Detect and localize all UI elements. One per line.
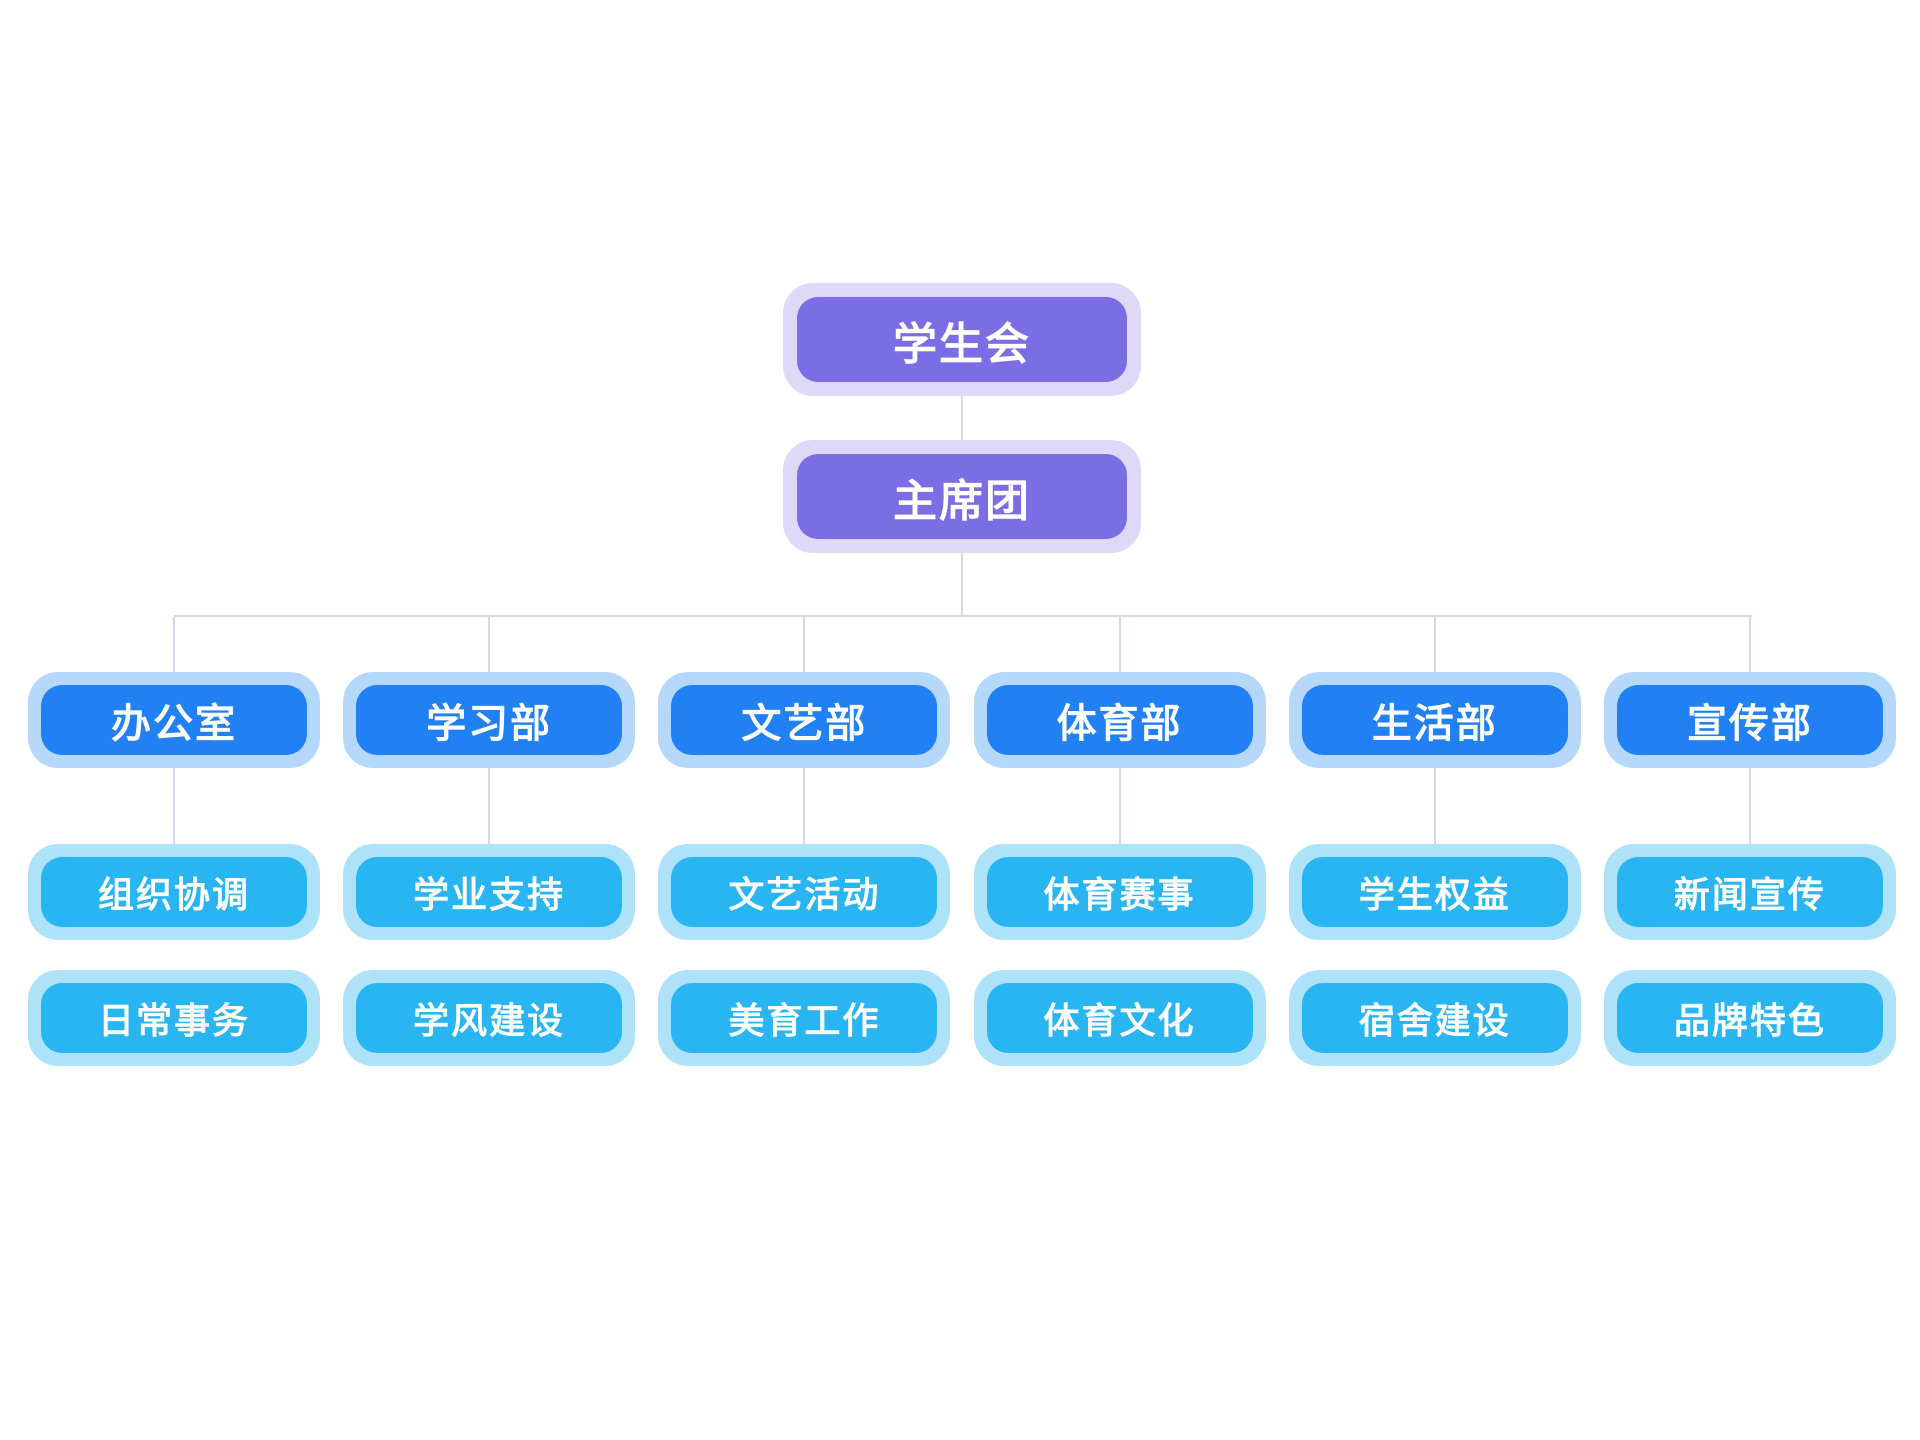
row-gap <box>174 940 175 970</box>
node-department-fill: 文艺部 <box>671 685 938 755</box>
node-label: 学业支持 <box>413 874 566 915</box>
connector-rail-dept <box>1118 617 1121 672</box>
node-sub-item: 新闻宣传 <box>1603 844 1896 940</box>
node-label: 学生会 <box>893 319 1031 369</box>
node-label: 学习部 <box>426 702 553 746</box>
row-gap <box>1434 940 1435 970</box>
connector-rail-dept <box>1748 617 1751 672</box>
row-gap <box>1119 940 1120 970</box>
dept-column-publicity: 宣传部 新闻宣传 品牌特色 <box>1603 617 1896 1066</box>
row-gap <box>1749 940 1750 970</box>
node-sub-item: 学风建设 <box>343 970 636 1066</box>
node-sub-item-fill: 宿舍建设 <box>1301 983 1568 1053</box>
node-sub-item-fill: 美育工作 <box>671 983 938 1053</box>
node-department: 生活部 <box>1288 672 1581 768</box>
dept-column-arts: 文艺部 文艺活动 美育工作 <box>658 617 951 1066</box>
node-sub-item: 日常事务 <box>28 970 320 1066</box>
connector-rail <box>174 615 1752 617</box>
dept-column-office: 办公室 组织协调 日常事务 <box>28 617 320 1066</box>
node-sub-item-fill: 日常事务 <box>41 983 307 1053</box>
node-label: 美育工作 <box>728 1000 881 1041</box>
node-sub-item: 品牌特色 <box>1603 970 1896 1066</box>
node-sub-item: 文艺活动 <box>658 844 951 940</box>
connector-dept-sub <box>173 768 175 844</box>
node-label: 宣传部 <box>1686 702 1813 746</box>
node-sub-item-fill: 文艺活动 <box>671 857 938 927</box>
node-sub-item: 学生权益 <box>1288 844 1581 940</box>
dept-column-sports: 体育部 体育赛事 体育文化 <box>973 617 1266 1066</box>
node-label: 生活部 <box>1371 702 1498 746</box>
node-department: 学习部 <box>343 672 636 768</box>
connector-rail-dept <box>488 617 491 672</box>
node-label: 文艺部 <box>741 702 868 746</box>
node-label: 宿舍建设 <box>1358 1000 1511 1041</box>
connector-root-presidium <box>961 396 963 440</box>
row-gap <box>804 940 805 970</box>
node-label: 学生权益 <box>1358 874 1511 915</box>
connector-dept-sub <box>1118 768 1121 844</box>
node-department: 体育部 <box>973 672 1266 768</box>
row-gap <box>489 940 490 970</box>
node-sub-item: 学业支持 <box>343 844 636 940</box>
connector-dept-sub <box>803 768 806 844</box>
connector-dept-sub <box>488 768 491 844</box>
department-columns: 办公室 组织协调 日常事务 学习部 <box>28 617 1896 1066</box>
connector-rail-dept <box>803 617 806 672</box>
node-sub-item: 美育工作 <box>658 970 951 1066</box>
node-sub-item-fill: 学业支持 <box>356 857 623 927</box>
node-label: 新闻宣传 <box>1673 874 1826 915</box>
connector-dept-sub <box>1748 768 1751 844</box>
node-department-fill: 生活部 <box>1301 685 1568 755</box>
node-sub-item-fill: 体育赛事 <box>986 857 1253 927</box>
dept-column-life: 生活部 学生权益 宿舍建设 <box>1288 617 1581 1066</box>
node-department-fill: 学习部 <box>356 685 623 755</box>
node-label: 学风建设 <box>413 1000 566 1041</box>
node-sub-item-fill: 组织协调 <box>41 857 307 927</box>
node-sub-item: 组织协调 <box>28 844 320 940</box>
node-department: 文艺部 <box>658 672 951 768</box>
node-label: 体育赛事 <box>1043 874 1196 915</box>
node-sub-item: 体育文化 <box>973 970 1266 1066</box>
node-label: 体育部 <box>1056 702 1183 746</box>
connector-presidium-rail <box>961 553 963 615</box>
node-sub-item-fill: 学生权益 <box>1301 857 1568 927</box>
node-department-fill: 办公室 <box>41 685 307 755</box>
node-department-fill: 宣传部 <box>1616 685 1883 755</box>
node-department: 宣传部 <box>1603 672 1896 768</box>
node-presidium-fill: 主席团 <box>797 454 1127 539</box>
node-student-union-fill: 学生会 <box>797 297 1127 382</box>
node-sub-item-fill: 新闻宣传 <box>1616 857 1883 927</box>
node-label: 主席团 <box>893 476 1031 526</box>
node-sub-item: 宿舍建设 <box>1288 970 1581 1066</box>
node-sub-item-fill: 品牌特色 <box>1616 983 1883 1053</box>
node-label: 办公室 <box>111 702 237 746</box>
node-label: 体育文化 <box>1043 1000 1196 1041</box>
node-department: 办公室 <box>28 672 320 768</box>
node-department-fill: 体育部 <box>986 685 1253 755</box>
node-sub-item-fill: 学风建设 <box>356 983 623 1053</box>
connector-rail-dept <box>1433 617 1436 672</box>
node-sub-item: 体育赛事 <box>973 844 1266 940</box>
node-presidium: 主席团 <box>783 440 1141 553</box>
node-student-union: 学生会 <box>783 283 1141 396</box>
connector-rail-dept <box>173 617 175 672</box>
dept-column-study: 学习部 学业支持 学风建设 <box>343 617 636 1066</box>
node-label: 文艺活动 <box>728 874 881 915</box>
node-sub-item-fill: 体育文化 <box>986 983 1253 1053</box>
node-label: 日常事务 <box>97 1000 250 1041</box>
node-label: 品牌特色 <box>1673 1000 1826 1041</box>
connector-dept-sub <box>1433 768 1436 844</box>
node-label: 组织协调 <box>97 874 250 915</box>
